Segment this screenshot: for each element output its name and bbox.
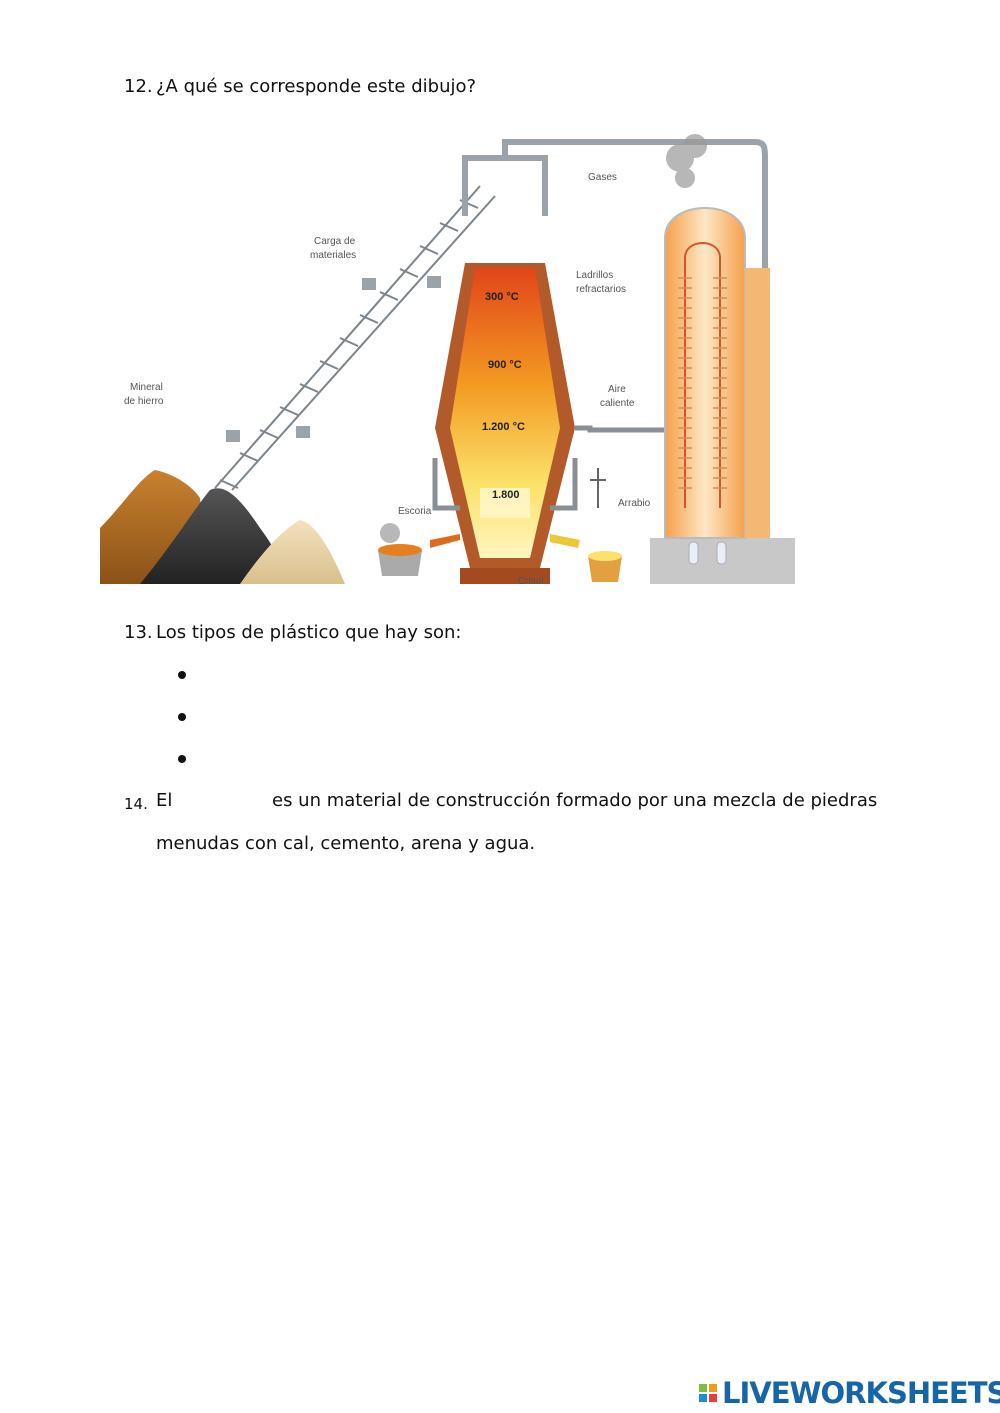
pig-iron-ladle [588, 551, 622, 582]
fill-in-blank[interactable] [184, 788, 268, 816]
label-crisol: Crisol [518, 576, 544, 587]
temperature-900: 900 °C [488, 359, 522, 371]
question-text-line2: menudas con cal, cemento, arena y agua. [156, 833, 536, 854]
label-materiales: materiales [310, 250, 356, 261]
question-text-after: es un material de construcción formado p… [272, 790, 878, 811]
blast-furnace-diagram: 300 °C 900 °C 1.200 °C 1.800 Gases Carga… [100, 134, 795, 587]
label-gases: Gases [588, 172, 617, 183]
label-refractarios: refractarios [576, 284, 626, 295]
question-text-before: El [156, 790, 173, 811]
logo-text: LIVEWORKSHEETS [722, 1376, 1000, 1410]
question-text: ¿A qué se corresponde este dibujo? [156, 76, 477, 97]
smoke [380, 134, 707, 543]
slag-cart [378, 544, 422, 576]
hot-stove [664, 207, 746, 539]
question-text: Los tipos de plástico que hay son: [156, 622, 462, 643]
temperature-300: 300 °C [485, 291, 519, 303]
bullet [178, 755, 186, 763]
answer-field-1[interactable] [200, 661, 804, 691]
question-number: 12. [124, 76, 153, 97]
label-carga: Carga de [314, 236, 356, 247]
temperature-1200: 1.200 °C [482, 421, 525, 433]
heat-exchanger-bars [678, 277, 727, 489]
bullet [178, 671, 186, 679]
label-ladrillos: Ladrillos [576, 270, 613, 281]
answer-field-2[interactable] [200, 703, 804, 733]
temperature-1800: 1.800 [492, 489, 520, 501]
label-arrabio: Arrabio [618, 498, 651, 509]
liveworksheets-logo: LIVEWORKSHEETS [698, 1376, 1000, 1410]
label-escoria: Escoria [398, 506, 432, 517]
label-caliente: caliente [600, 398, 635, 409]
bullet [178, 713, 186, 721]
question-number: 13. [124, 622, 153, 643]
label-mineral: Mineral [130, 382, 163, 393]
question-number: 14. [124, 795, 148, 813]
limestone-pile [240, 520, 345, 584]
gas-pipe [462, 139, 768, 278]
skip-buckets [226, 276, 441, 442]
conveyor-lift [214, 185, 496, 491]
label-aire: Aire [608, 384, 626, 395]
coal-pile [140, 488, 290, 584]
furnace-fire [450, 268, 560, 558]
answer-field-3[interactable] [200, 745, 804, 775]
label-de-hierro: de hierro [124, 396, 164, 407]
